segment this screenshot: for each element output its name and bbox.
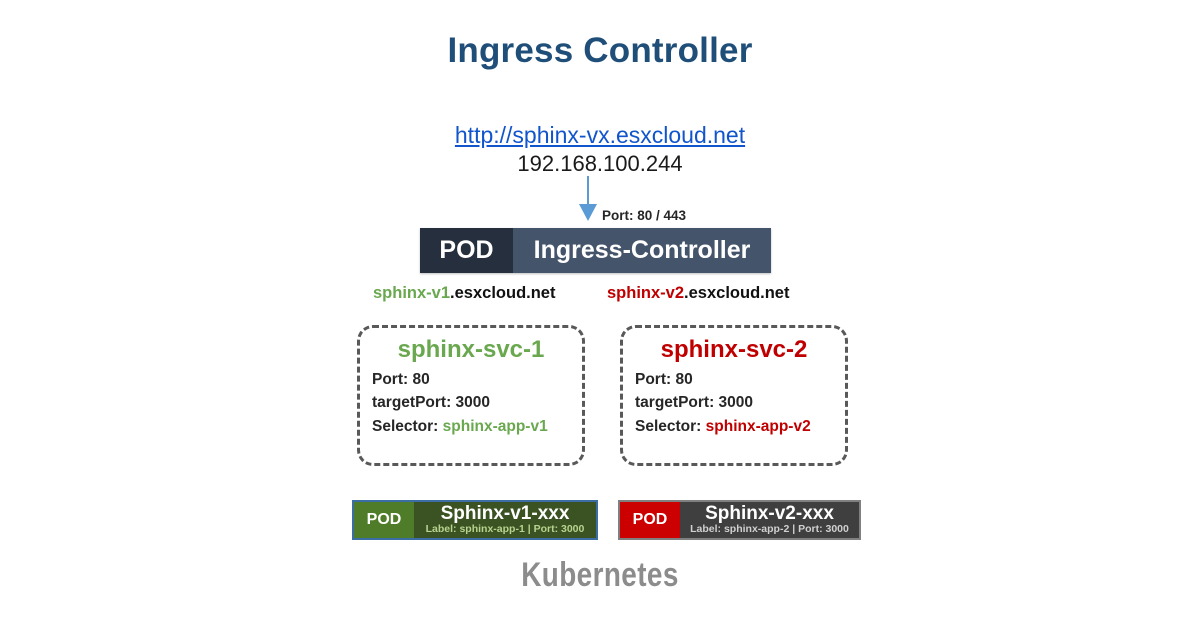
page-title: Ingress Controller: [447, 31, 753, 70]
host-rule-v1: sphinx-v1.esxcloud.net: [373, 284, 555, 303]
service-target-port-2: targetPort: 3000: [635, 394, 754, 412]
traffic-flow-arrow-icon: [579, 176, 597, 221]
host-rule-v1-domain: .esxcloud.net: [450, 284, 556, 302]
pod-sphinx-v2: POD Sphinx-v2-xxx Label: sphinx-app-2 | …: [618, 500, 861, 540]
host-rule-v2-name: sphinx-v2: [607, 284, 685, 302]
pod-meta-v2: Label: sphinx-app-2 | Port: 3000: [690, 523, 849, 536]
pod-name-v2: Sphinx-v2-xxx: [705, 502, 834, 524]
host-rule-v2: sphinx-v2.esxcloud.net: [607, 284, 789, 303]
pod-body-v2: Sphinx-v2-xxx Label: sphinx-app-2 | Port…: [680, 502, 859, 538]
service-selector-1: Selector: sphinx-app-v1: [372, 415, 570, 439]
pod-body-v1: Sphinx-v1-xxx Label: sphinx-app-1 | Port…: [414, 502, 596, 538]
ingress-port-label: Port: 80 / 443: [602, 208, 687, 223]
service-target-port-1: targetPort: 3000: [372, 394, 491, 412]
pod-sphinx-v1: POD Sphinx-v1-xxx Label: sphinx-app-1 | …: [352, 500, 598, 540]
pod-meta-v1: Label: sphinx-app-1 | Port: 3000: [425, 523, 585, 536]
service-box-sphinx-svc-1: sphinx-svc-1 Port: 80 targetPort: 3000 S…: [357, 325, 585, 466]
ingress-url-link[interactable]: http://sphinx-vx.esxcloud.net: [454, 122, 746, 148]
ingress-pod-chip-label: POD: [420, 228, 513, 273]
service-selector-label-1: Selector:: [372, 417, 443, 435]
host-rule-v2-domain: .esxcloud.net: [684, 284, 790, 302]
service-selector-2: Selector: sphinx-app-v2: [635, 415, 833, 439]
service-port-1: Port: 80: [372, 370, 430, 388]
service-name-1: sphinx-svc-1: [397, 336, 545, 363]
service-name-2: sphinx-svc-2: [660, 336, 808, 363]
service-selector-value-2: sphinx-app-v2: [705, 417, 811, 435]
pod-chip-label-v2: POD: [620, 502, 680, 538]
platform-label: Kubernetes: [521, 556, 679, 594]
pod-name-v1: Sphinx-v1-xxx: [440, 502, 570, 524]
service-port-2: Port: 80: [635, 370, 693, 388]
ingress-controller-name: Ingress-Controller: [513, 228, 771, 273]
ingress-ip-address: 192.168.100.244: [517, 151, 683, 176]
pod-chip-label-v1: POD: [354, 502, 414, 538]
service-selector-label-2: Selector:: [635, 417, 706, 435]
ingress-controller-pod: POD Ingress-Controller: [420, 228, 771, 273]
host-rule-v1-name: sphinx-v1: [373, 284, 451, 302]
service-box-sphinx-svc-2: sphinx-svc-2 Port: 80 targetPort: 3000 S…: [620, 325, 848, 466]
service-selector-value-1: sphinx-app-v1: [442, 417, 548, 435]
